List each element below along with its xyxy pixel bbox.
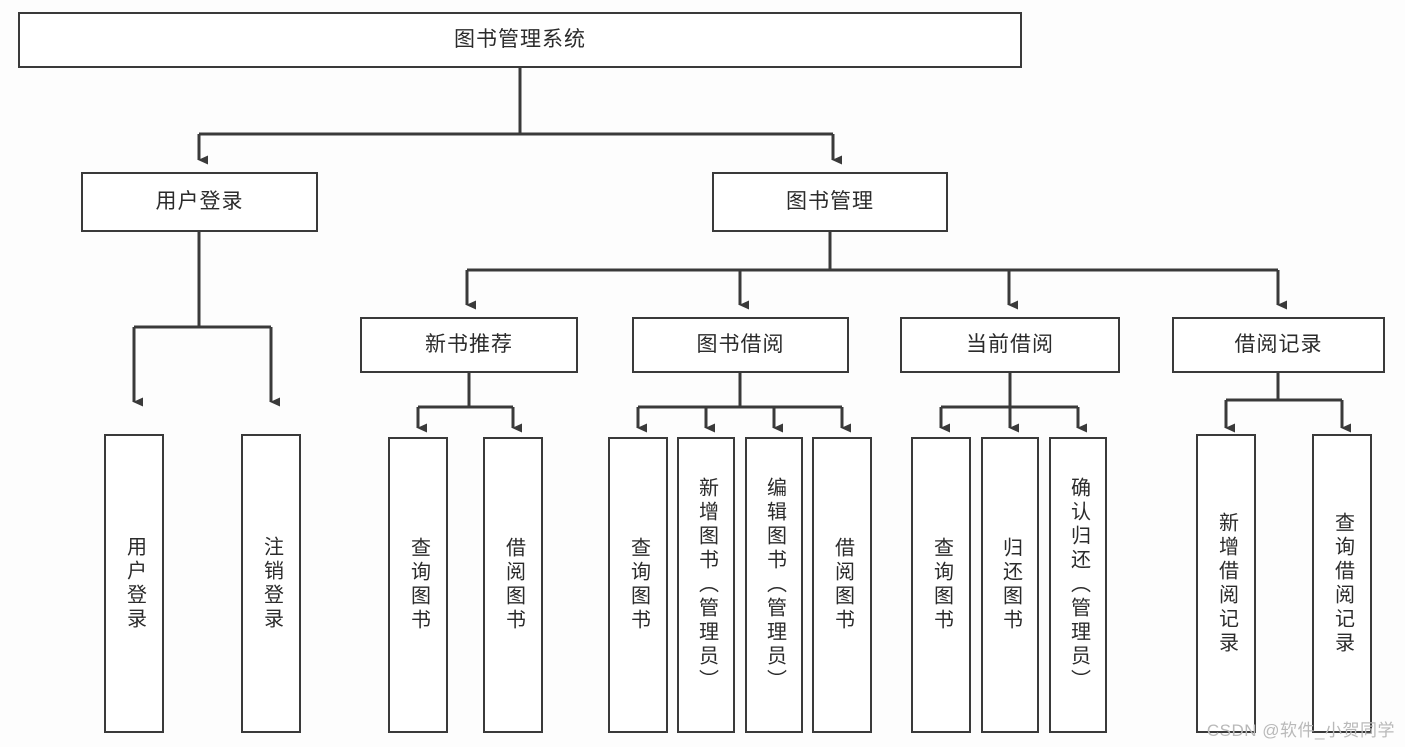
leaf-current-confirm-return-admin[interactable]: 确认归还（管理员） (1049, 437, 1107, 733)
leaf-recommend-query-book[interactable]: 查询图书 (388, 437, 448, 733)
leaf-current-query-book[interactable]: 查询图书 (911, 437, 971, 733)
leaf-record-add-record[interactable]: 新增借阅记录 (1196, 434, 1256, 733)
leaf-borrow-borrow-book[interactable]: 借阅图书 (812, 437, 872, 733)
node-user-login[interactable]: 用户登录 (81, 172, 318, 232)
leaf-user-login-signout[interactable]: 注销登录 (241, 434, 301, 733)
leaf-recommend-borrow-book[interactable]: 借阅图书 (483, 437, 543, 733)
leaf-user-login-signin[interactable]: 用户登录 (104, 434, 164, 733)
node-borrow-record[interactable]: 借阅记录 (1172, 317, 1385, 373)
leaf-borrow-query-book[interactable]: 查询图书 (608, 437, 668, 733)
node-book-management[interactable]: 图书管理 (712, 172, 948, 232)
node-root-system[interactable]: 图书管理系统 (18, 12, 1022, 68)
node-book-borrow[interactable]: 图书借阅 (632, 317, 849, 373)
leaf-borrow-add-book-admin[interactable]: 新增图书（管理员） (677, 437, 735, 733)
leaf-current-return-book[interactable]: 归还图书 (981, 437, 1039, 733)
node-new-book-recommend[interactable]: 新书推荐 (360, 317, 578, 373)
leaf-record-query-record[interactable]: 查询借阅记录 (1312, 434, 1372, 733)
node-current-borrow[interactable]: 当前借阅 (900, 317, 1120, 373)
leaf-borrow-edit-book-admin[interactable]: 编辑图书（管理员） (745, 437, 803, 733)
